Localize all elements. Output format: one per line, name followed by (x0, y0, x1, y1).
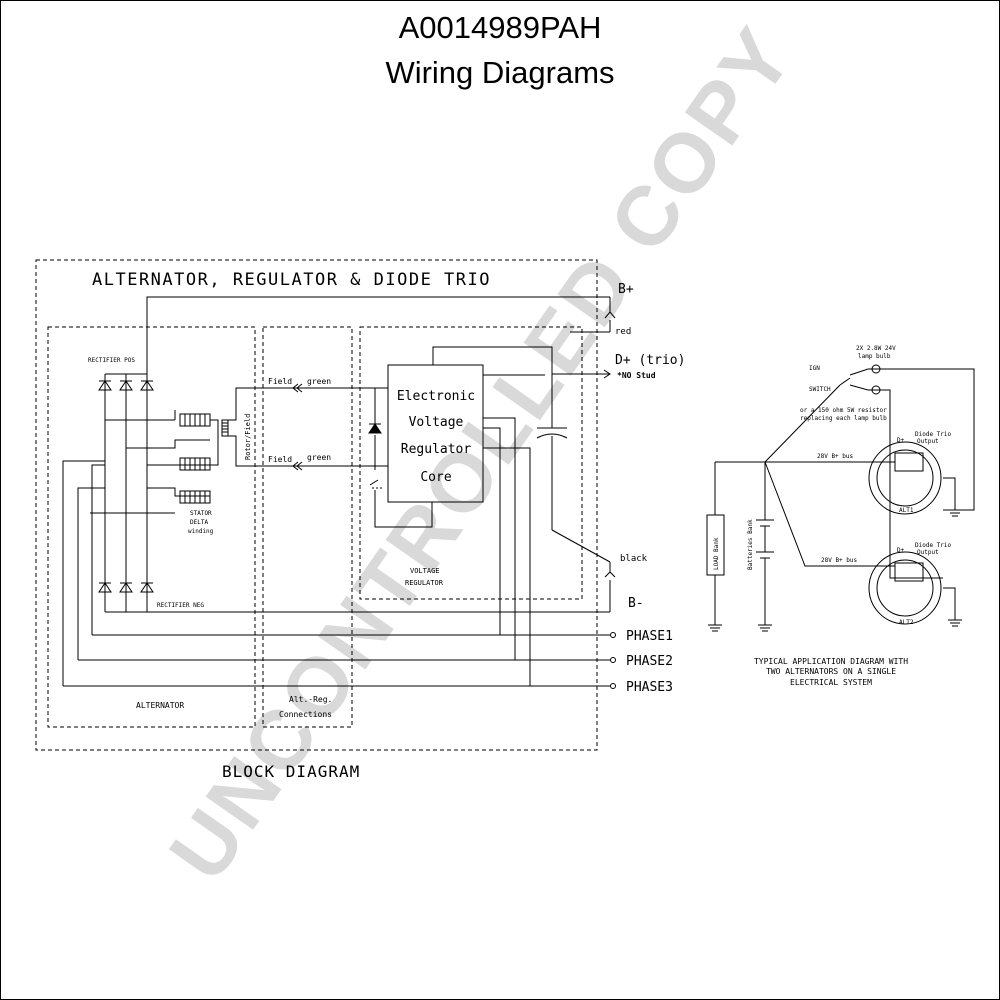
app-caption-3: ELECTRICAL SYSTEM (790, 678, 872, 687)
terminal-red: red (615, 327, 631, 337)
page-subtitle: Wiring Diagrams (385, 55, 615, 90)
diode-trio-1b: Output (917, 438, 939, 445)
d-plus-1: D+ (897, 437, 905, 444)
block-diagram-caption: BLOCK DIAGRAM (222, 762, 360, 781)
terminal-b-minus: B- (628, 596, 644, 611)
bus-2-label: 28V B+ bus (821, 557, 858, 564)
rectifier-neg-label: RECTIFIER NEG (157, 602, 204, 609)
lamp-note-2: lamp bulb (858, 353, 891, 360)
resistor-note-2: replacing each lamp bulb (800, 415, 887, 422)
load-bank-label: LOAD Bank (713, 537, 720, 570)
terminal-black: black (620, 554, 648, 564)
alt2-label: ALT2 (899, 619, 914, 626)
batteries-bank-label: Batteries Bank (747, 519, 754, 570)
diode-trio-2b: Output (917, 549, 939, 556)
voltage-regulator-label-2: REGULATOR (405, 579, 444, 587)
terminal-no-stud: *NO Stud (617, 371, 656, 380)
alternator-box (47, 326, 256, 728)
app-caption-1: TYPICAL APPLICATION DIAGRAM WITH (754, 657, 908, 666)
terminal-d-plus: D+ (trio) (615, 353, 685, 368)
terminal-b-plus: B+ (618, 282, 634, 297)
app-caption-2: TWO ALTERNATORS ON A SINGLE (766, 667, 896, 676)
diode-trio-2a: Diode Trio (915, 542, 952, 549)
terminal-phase1: PHASE1 (626, 629, 673, 644)
stator-label-3: winding (188, 528, 214, 535)
outer-block-box (35, 259, 598, 751)
alternator-label: ALTERNATOR (136, 701, 184, 710)
field-label-2: Field (268, 455, 292, 464)
d-plus-2: D+ (897, 547, 905, 554)
ign-label: IGN (809, 365, 820, 372)
terminal-phase2: PHASE2 (626, 654, 673, 669)
connections-box (262, 326, 353, 728)
rotor-field-label: Rotor/Field (244, 414, 252, 460)
stator-label-1: STATOR (190, 510, 212, 517)
page-title: A0014989PAH (398, 10, 602, 45)
core-line-1: Electronic (397, 389, 475, 404)
switch-label: SWITCH (809, 386, 831, 393)
core-line-3: Regulator (401, 442, 472, 457)
stator-label-2: DELTA (190, 519, 208, 526)
connections-label-2: Connections (279, 710, 332, 719)
block-box-title: ALTERNATOR, REGULATOR & DIODE TRIO (92, 270, 491, 290)
core-line-2: Voltage (409, 415, 464, 430)
green-label-1: green (307, 377, 331, 386)
diode-trio-1a: Diode Trio (915, 431, 952, 438)
lamp-note-1: 2X 2.8W 24V (856, 345, 896, 352)
regulator-box (359, 326, 583, 600)
terminal-phase3: PHASE3 (626, 680, 673, 695)
voltage-regulator-label-1: VOLTAGE (410, 567, 440, 575)
regulator-core-box (387, 364, 484, 503)
bus-1-label: 28V B+ bus (817, 453, 854, 460)
green-label-2: green (307, 453, 331, 462)
connections-label-1: Alt.-Reg. (289, 695, 332, 704)
rectifier-pos-label: RECTIFIER POS (88, 357, 135, 364)
core-line-4: Core (420, 470, 451, 485)
resistor-note-1: or a 150 ohm 5W resistor (800, 407, 887, 414)
alt1-label: ALT1 (899, 507, 914, 514)
field-label-1: Field (268, 377, 292, 386)
